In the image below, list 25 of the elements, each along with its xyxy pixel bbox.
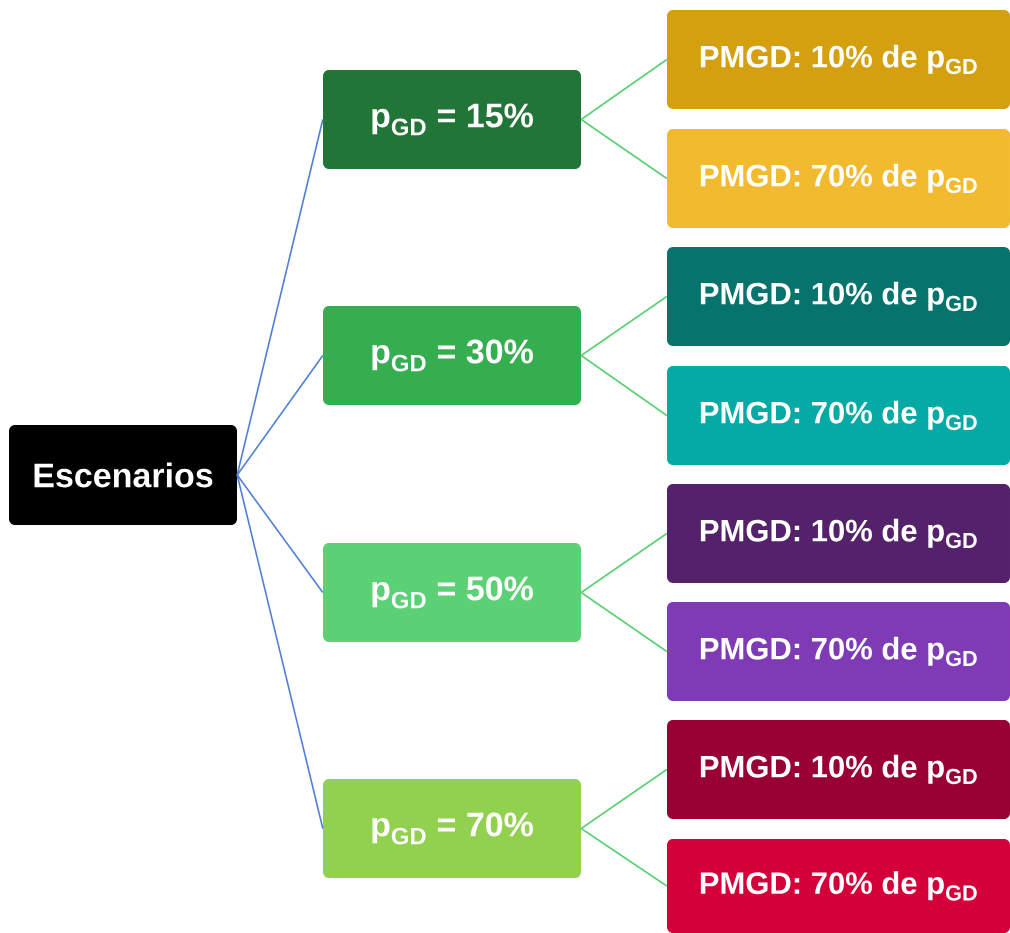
- connector-line: [580, 118, 668, 180]
- connector-line: [236, 474, 324, 594]
- case-box: PMGD: 10% de p$_{GD}$: [667, 247, 1010, 346]
- connector-line: [580, 532, 668, 594]
- connector-line: [580, 354, 668, 417]
- connector-line: [236, 474, 324, 830]
- case-box: PMGD: 70% de p$_{GD}$: [667, 129, 1010, 228]
- connector-line: [236, 118, 324, 476]
- connector-line: [580, 768, 668, 830]
- connector-line: [236, 354, 324, 476]
- connector-line: [580, 295, 668, 357]
- case-box: PMGD: 70% de p$_{GD}$: [667, 839, 1010, 933]
- case-box: PMGD: 10% de p$_{GD}$: [667, 10, 1010, 109]
- connector-line: [580, 58, 668, 121]
- scenario-box: p$_{GD}$ = 50%: [323, 543, 581, 642]
- connector-line: [580, 827, 668, 887]
- case-box: PMGD: 10% de p$_{GD}$: [667, 720, 1010, 819]
- case-box: PMGD: 70% de p$_{GD}$: [667, 602, 1010, 701]
- scenario-box: p$_{GD}$ = 30%: [323, 306, 581, 405]
- scenario-box: p$_{GD}$ = 70%: [323, 779, 581, 878]
- connector-line: [580, 591, 668, 653]
- case-box: PMGD: 70% de p$_{GD}$: [667, 366, 1010, 465]
- scenario-box: p$_{GD}$ = 15%: [323, 70, 581, 169]
- case-box: PMGD: 10% de p$_{GD}$: [667, 484, 1010, 583]
- root-box: Escenarios: [9, 425, 237, 525]
